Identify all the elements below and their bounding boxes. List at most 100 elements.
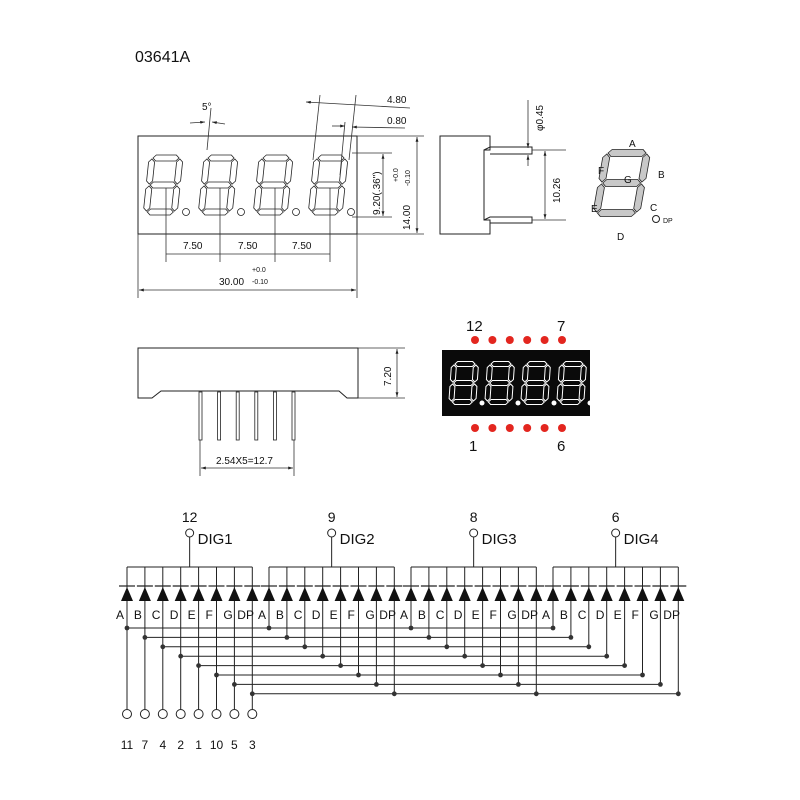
segment-label: G bbox=[223, 608, 232, 622]
pitch-label-3: 7.50 bbox=[292, 241, 312, 252]
digit-label: DIG1 bbox=[198, 531, 233, 548]
segment-a bbox=[490, 361, 512, 367]
segment-terminal bbox=[247, 709, 258, 719]
side-pin-top bbox=[483, 146, 533, 155]
segment-digit bbox=[593, 149, 651, 217]
segment-d bbox=[201, 208, 229, 216]
segment-a bbox=[526, 361, 548, 367]
diode-icon bbox=[334, 587, 347, 601]
segment-g bbox=[452, 380, 475, 386]
segment-a bbox=[152, 154, 180, 162]
diode-icon bbox=[440, 587, 453, 601]
segment-label: A bbox=[258, 608, 266, 622]
pin-dot-top bbox=[558, 336, 566, 344]
seg-label-b: B bbox=[658, 170, 665, 181]
pitch-label-2: 7.50 bbox=[238, 241, 258, 252]
segment-label: E bbox=[472, 608, 480, 622]
segment-terminal bbox=[193, 709, 204, 719]
junction-dot bbox=[622, 663, 627, 668]
pin bbox=[291, 391, 296, 441]
pin-dot-bottom bbox=[540, 424, 549, 432]
junction-dot bbox=[426, 635, 432, 640]
pin-span-label: 10.26 bbox=[552, 178, 563, 203]
dim-arrow bbox=[351, 125, 406, 129]
diode-icon bbox=[121, 587, 133, 601]
diode-icon bbox=[298, 587, 311, 601]
segment-label: E bbox=[188, 608, 196, 622]
segment-b bbox=[229, 158, 238, 185]
pin-dot-top bbox=[505, 336, 514, 344]
segment-pin-number: 10 bbox=[210, 738, 224, 752]
diode-icon bbox=[476, 587, 489, 601]
segment-f bbox=[598, 153, 611, 183]
segment-b bbox=[471, 364, 479, 383]
segment-g bbox=[560, 380, 583, 386]
front-digits bbox=[143, 154, 355, 216]
pin-dot-top bbox=[523, 336, 532, 344]
diode-icon bbox=[618, 587, 631, 601]
bottom-pins bbox=[198, 391, 296, 441]
pin-view: 12 7 1 6 bbox=[442, 318, 593, 455]
pin-dot-top bbox=[488, 336, 497, 344]
segment-label: A bbox=[542, 608, 550, 622]
segment-label: D bbox=[454, 608, 463, 622]
segment-label: F bbox=[348, 608, 355, 622]
segment-e bbox=[308, 185, 318, 212]
pin-label-7: 7 bbox=[557, 318, 565, 335]
segment-label: A bbox=[400, 608, 408, 622]
junction-dot bbox=[356, 672, 361, 678]
seg-label-a: A bbox=[629, 139, 636, 150]
junction-dot bbox=[604, 653, 610, 659]
diode-icon bbox=[370, 587, 383, 601]
dp-symbol bbox=[652, 215, 660, 223]
segment-g bbox=[602, 179, 642, 187]
angle-line bbox=[206, 107, 212, 151]
segment-g bbox=[204, 181, 232, 189]
decimal-point bbox=[515, 400, 521, 406]
diode-icon bbox=[582, 587, 595, 601]
side-pin-bottom bbox=[483, 216, 533, 224]
width-tol-minus: -0.10 bbox=[252, 279, 268, 286]
segment-pin-number: 1 bbox=[195, 738, 202, 752]
seven-segment-digit bbox=[484, 361, 515, 405]
segment-d bbox=[311, 208, 339, 216]
segment-label: G bbox=[649, 608, 658, 622]
segment-g bbox=[314, 181, 342, 189]
segment-label: C bbox=[294, 608, 303, 622]
segment-g bbox=[524, 380, 547, 386]
diode-icon bbox=[564, 587, 577, 601]
junction-dot bbox=[338, 663, 343, 668]
segment-pin-number: 3 bbox=[249, 738, 256, 752]
height-tol-plus: +0.0 bbox=[393, 168, 400, 182]
seg-label-d: D bbox=[617, 232, 624, 243]
junction-dot bbox=[249, 691, 255, 697]
segment-a bbox=[562, 361, 584, 367]
segment-f bbox=[521, 364, 529, 383]
segment-label: DP bbox=[379, 608, 396, 622]
pin-dot-bottom bbox=[523, 424, 532, 432]
segment-b bbox=[543, 364, 551, 383]
segment-label: F bbox=[206, 608, 213, 622]
segment-c bbox=[336, 185, 346, 212]
segment-e bbox=[520, 383, 528, 402]
pin-dot-bottom bbox=[558, 424, 566, 432]
ext-line bbox=[339, 121, 346, 176]
front-body-outline bbox=[137, 135, 358, 235]
segment-c bbox=[633, 183, 645, 213]
digit-terminal bbox=[611, 528, 621, 538]
seven-segment-digit bbox=[308, 154, 348, 216]
seven-segment-digit bbox=[593, 149, 651, 217]
segment-terminal bbox=[211, 709, 222, 719]
side-view: 10.26 φ0.45 bbox=[439, 100, 566, 235]
diode-icon bbox=[280, 587, 293, 601]
junction-dot bbox=[568, 635, 574, 640]
digit-terminal bbox=[185, 528, 195, 538]
diode-icon bbox=[458, 587, 471, 601]
segment-label: D bbox=[170, 608, 179, 622]
segment-pin-number: 5 bbox=[231, 738, 238, 752]
segment-label: G bbox=[507, 608, 516, 622]
segment-e bbox=[448, 383, 456, 402]
seven-segment-digit bbox=[520, 361, 551, 405]
segment-f bbox=[449, 364, 457, 383]
